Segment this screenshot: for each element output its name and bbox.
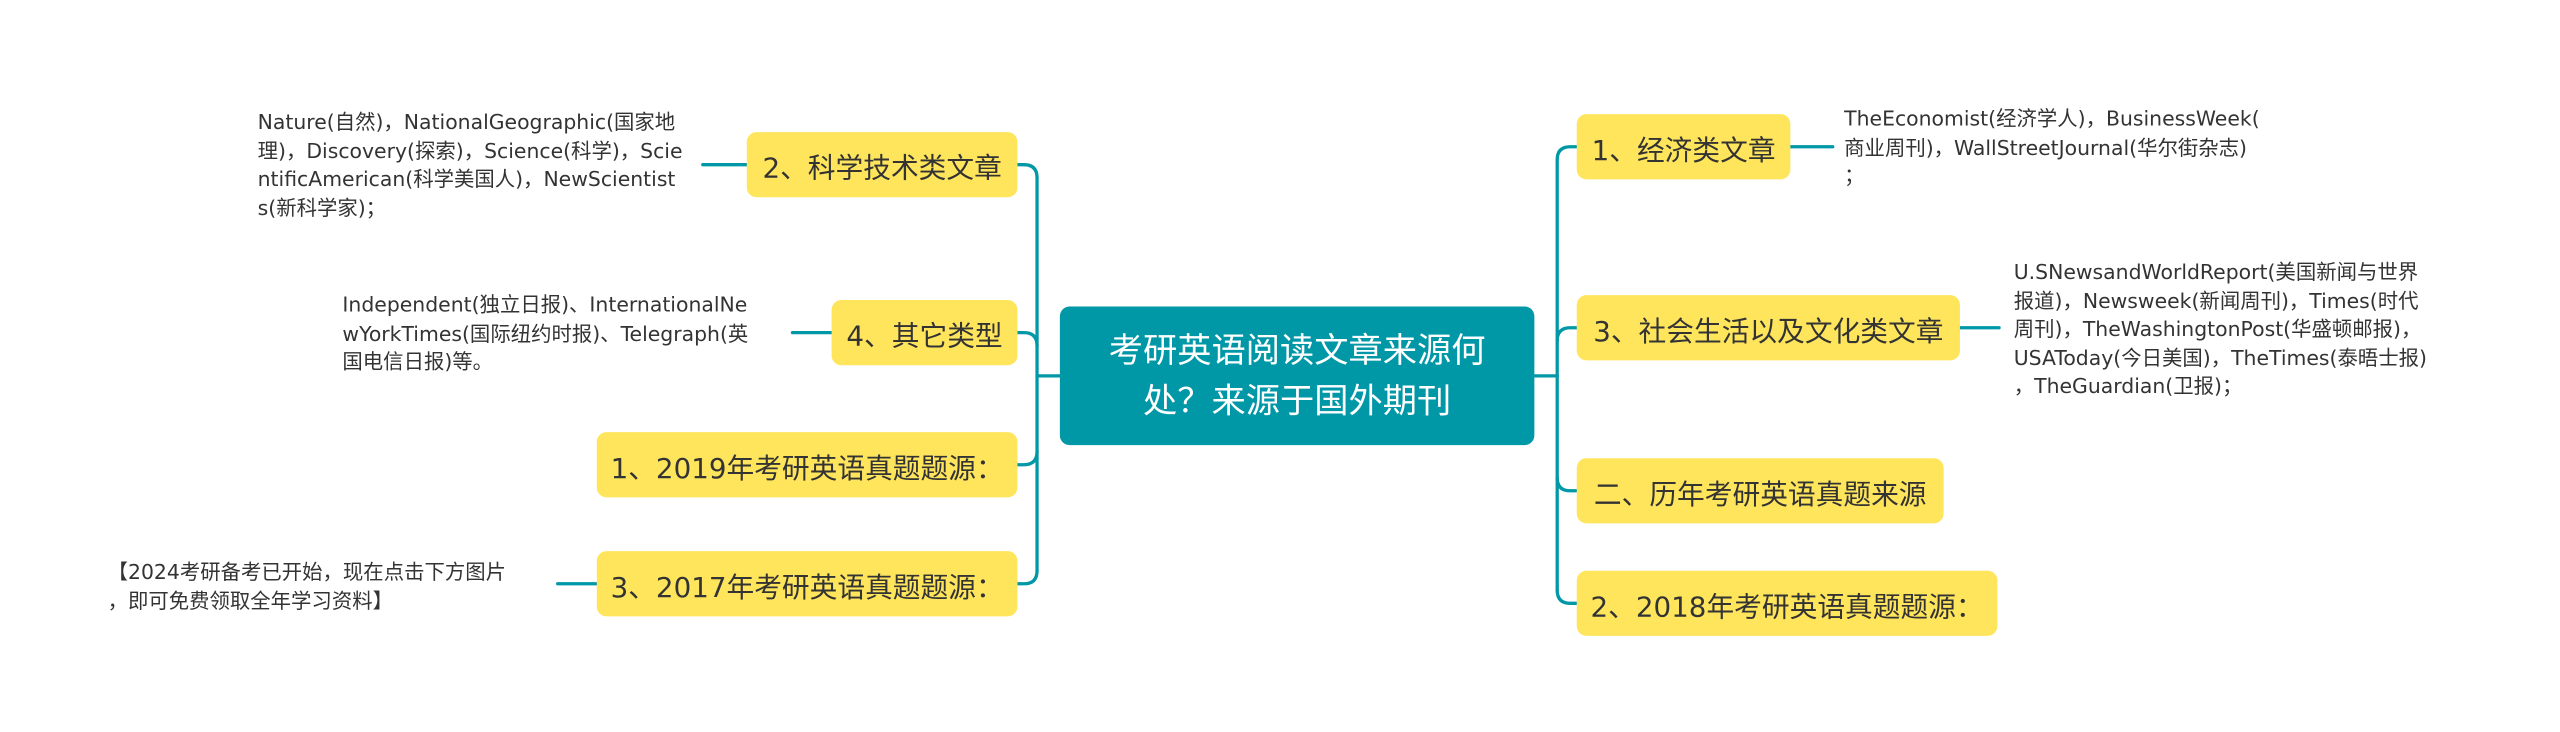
leaf-line: USAToday(今日美国)，TheTimes(泰晤士报)	[2013, 345, 2427, 370]
branch-science-tech[interactable]: 2、科学技术类文章	[746, 132, 1018, 198]
leaf-line: 【2024考研备考已开始，现在点击下方图片	[107, 559, 506, 584]
branch-economics[interactable]: 1、经济类文章	[1576, 114, 1791, 180]
leaf-line: ntificAmerican(科学美国人)，NewScientist	[257, 166, 676, 192]
branch-label: 2、科学技术类文章	[762, 152, 1002, 186]
connector-right-branch-2	[1555, 326, 1579, 343]
branch-label: 1、经济类文章	[1591, 134, 1776, 168]
central-topic[interactable]: 考研英语阅读文章来源何处？来源于国外期刊	[1059, 306, 1535, 446]
leaf-line: ，TheGuardian(卫报)；	[2013, 374, 2243, 399]
connector-left-branch-1	[1015, 163, 1039, 180]
branch-label: 3、2017年考研英语真题题源：	[610, 571, 1004, 605]
branch-label: 3、社会生活以及文化类文章	[1593, 315, 1944, 349]
leaf-line: Independent(独立日报)、InternationalNe	[342, 291, 748, 317]
branch-2018-source[interactable]: 2、2018年考研英语真题题源：	[1576, 570, 1998, 636]
leaf-line: ；	[1844, 163, 1865, 188]
branch-label: 二、历年考研英语真题来源	[1593, 478, 1927, 512]
branch-2017-source[interactable]: 3、2017年考研英语真题题源：	[596, 551, 1018, 617]
leaf-line: 周刊)，TheWashingtonPost(华盛顿邮报)，	[2013, 316, 2422, 342]
leaf-line: TheEconomist(经济学人)，BusinessWeek(	[1844, 105, 2260, 131]
leaf-other-newspapers: Independent(独立日报)、InternationalNe wYorkT…	[342, 290, 748, 376]
leaf-line: 理)，Discovery(探索)，Science(科学)，Scie	[257, 137, 683, 163]
connector-left-branch-4	[1015, 569, 1039, 586]
branch-label: 4、其它类型	[846, 320, 1003, 354]
connector-right-branch-1	[1555, 145, 1579, 162]
leaf-2017-promo[interactable]: 【2024考研备考已开始，现在点击下方图片 ，即可免费领取全年学习资料】	[108, 558, 506, 615]
leaf-economics-journals: TheEconomist(经济学人)，BusinessWeek( 商业周刊)，W…	[1844, 104, 2259, 190]
leaf-line: 商业周刊)，WallStreetJournal(华尔街杂志)	[1844, 134, 2247, 160]
leaf-line: wYorkTimes(国际纽约时报)、Telegraph(英	[342, 320, 749, 346]
connector-left-branch-2	[1015, 331, 1039, 348]
connector-right-branch-3	[1555, 476, 1579, 493]
branch-label: 2、2018年考研英语真题题源：	[1590, 591, 1984, 624]
central-topic-label: 考研英语阅读文章来源何处？来源于国外期刊	[1108, 330, 1486, 420]
leaf-line: s(新科学家)；	[257, 195, 387, 220]
leaf-line: Nature(自然)，NationalGeographic(国家地	[257, 109, 676, 134]
leaf-social-culture-journals: U.SNewsandWorldReport(美国新闻与世界 报道)，Newswe…	[2014, 258, 2427, 401]
connector-right-branch-4	[1555, 588, 1579, 605]
branch-other-types[interactable]: 4、其它类型	[831, 300, 1018, 366]
leaf-line: 国电信日报)等。	[342, 349, 494, 374]
branch-past-exam-sources[interactable]: 二、历年考研英语真题来源	[1576, 458, 1944, 524]
branch-2019-source[interactable]: 1、2019年考研英语真题题源：	[596, 432, 1018, 498]
leaf-science-tech-journals: Nature(自然)，NationalGeographic(国家地 理)，Dis…	[258, 108, 683, 223]
branch-social-culture[interactable]: 3、社会生活以及文化类文章	[1576, 295, 1960, 361]
branch-label: 1、2019年考研英语真题题源：	[610, 452, 1004, 486]
leaf-line: U.SNewsandWorldReport(美国新闻与世界	[2013, 259, 2419, 284]
connector-left-branch-3	[1015, 450, 1039, 467]
leaf-line: 报道)，Newsweek(新闻周刊)，Times(时代	[2013, 287, 2419, 313]
leaf-line: ，即可免费领取全年学习资料】	[107, 587, 393, 613]
